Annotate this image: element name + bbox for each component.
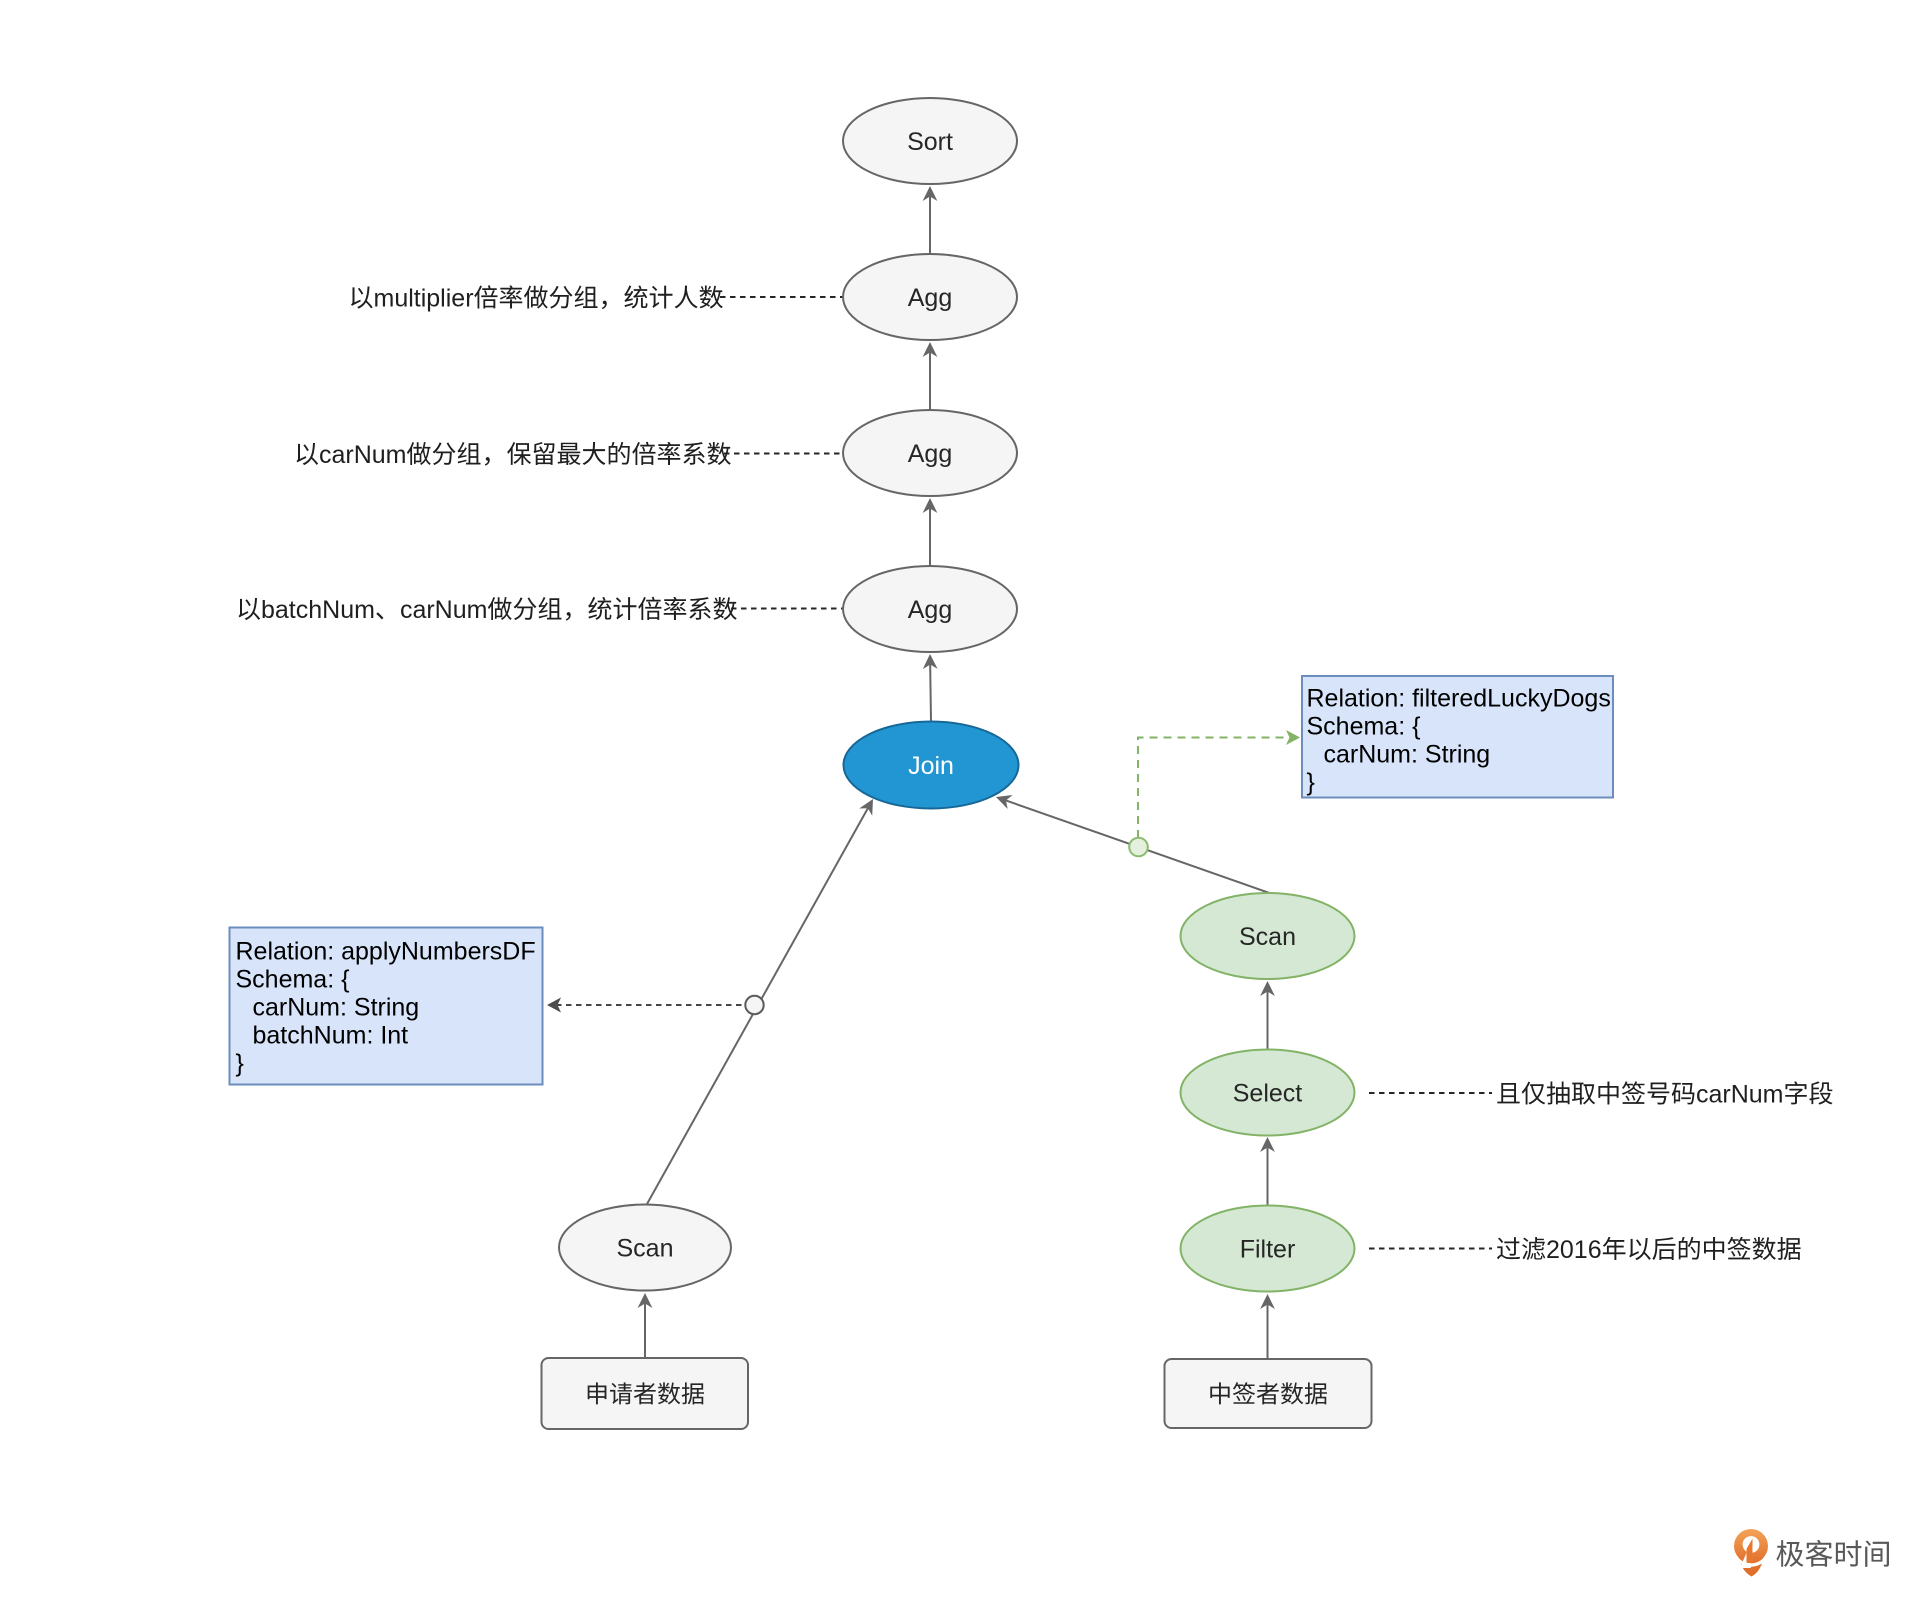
svg-text:Join: Join (908, 752, 954, 780)
svg-text:carNum: carNum (319, 441, 407, 469)
svg-text:}: } (236, 1050, 244, 1078)
svg-text:batchNum: Int: batchNum: Int (253, 1022, 409, 1050)
svg-text:carNum: String: carNum: String (1324, 741, 1491, 769)
svg-text:Scan: Scan (1239, 923, 1296, 951)
svg-text:batchNum: batchNum (261, 596, 375, 624)
svg-text:Schema: {: Schema: { (236, 966, 350, 994)
svg-text:carNum: carNum (400, 596, 488, 624)
svg-text:carNum: carNum (1696, 1081, 1784, 1109)
svg-text:2016: 2016 (1546, 1236, 1602, 1264)
svg-text:multiplier: multiplier (374, 285, 474, 313)
svg-text:Agg: Agg (908, 440, 952, 468)
svg-text:}: } (1307, 769, 1315, 797)
svg-text:Select: Select (1233, 1080, 1303, 1108)
svg-text:carNum: String: carNum: String (253, 994, 420, 1022)
svg-text:Agg: Agg (908, 596, 952, 624)
svg-text:Relation: filteredLuckyDogs: Relation: filteredLuckyDogs (1307, 685, 1611, 713)
svg-text:Sort: Sort (907, 128, 953, 156)
svg-text:Agg: Agg (908, 284, 952, 312)
svg-text:Relation: applyNumbersDF: Relation: applyNumbersDF (236, 938, 536, 966)
svg-text:Schema: {: Schema: { (1307, 713, 1421, 741)
svg-text:Scan: Scan (617, 1235, 674, 1263)
svg-text:Filter: Filter (1240, 1236, 1296, 1264)
